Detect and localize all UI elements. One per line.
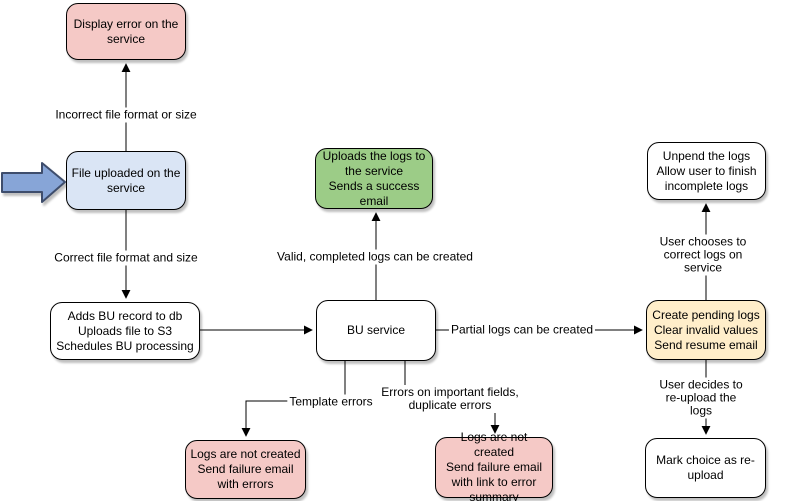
node-bu-service[interactable]: BU service <box>316 300 436 361</box>
edge-label-user-reuploads: User decides to re-upload the logs <box>651 377 751 419</box>
node-uploads-logs-success[interactable]: Uploads the logs to the service Sends a … <box>315 148 433 209</box>
edge-label-valid-completed: Valid, completed logs can be created <box>275 249 475 265</box>
edge-label-partial-logs: Partial logs can be created <box>448 322 596 338</box>
entry-arrow-icon[interactable] <box>1 162 66 203</box>
node-adds-bu-record[interactable]: Adds BU record to db Uploads file to S3 … <box>50 302 200 360</box>
node-file-uploaded[interactable]: File uploaded on the service <box>66 151 186 210</box>
node-unpend-logs[interactable]: Unpend the logs Allow user to finish inc… <box>647 142 766 200</box>
node-create-pending-logs[interactable]: Create pending logs Clear invalid values… <box>646 300 766 360</box>
edge-label-incorrect-format: Incorrect file format or size <box>53 107 199 123</box>
edge-label-important-fields: Errors on important fields, duplicate er… <box>379 385 521 413</box>
node-logs-not-created-errors[interactable]: Logs are not created Send failure email … <box>185 440 306 499</box>
node-logs-not-created-summary[interactable]: Logs are not created Send failure email … <box>435 430 553 501</box>
edge-label-template-errors: Template errors <box>287 394 375 410</box>
node-mark-choice-reupload[interactable]: Mark choice as re- upload <box>645 438 766 498</box>
edge-label-user-corrects: User chooses to correct logs on service <box>654 234 752 276</box>
node-display-error[interactable]: Display error on the service <box>66 3 186 60</box>
edge-label-correct-format: Correct file format and size <box>52 250 200 266</box>
